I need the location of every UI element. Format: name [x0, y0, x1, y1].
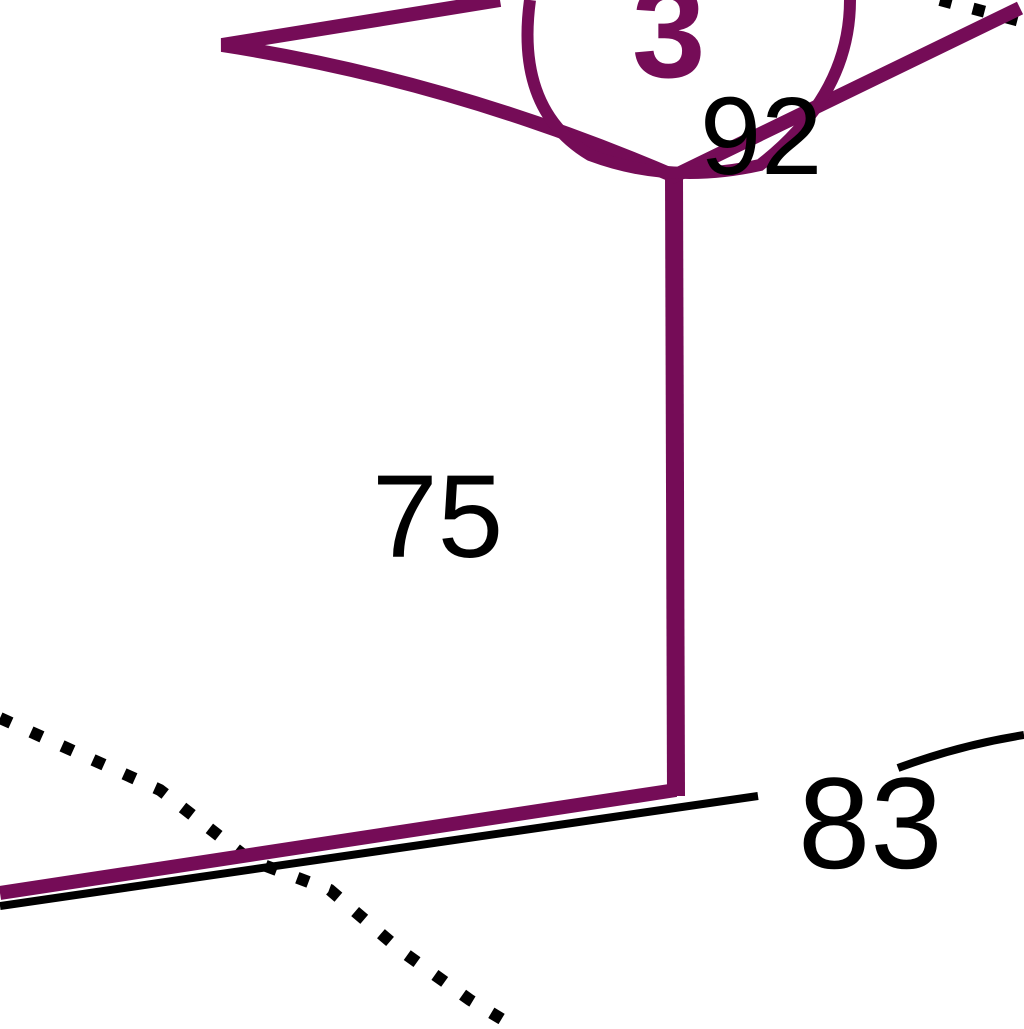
- black-road-line: [0, 792, 759, 910]
- route-arrow-outline: [220, 0, 1024, 184]
- elevation-label-83: 83: [798, 750, 943, 896]
- elevation-label-92: 92: [700, 75, 823, 198]
- black-branch-line: [896, 731, 1024, 772]
- dotted-boundary-lower: [0, 712, 514, 1029]
- route-circle: [521, 0, 856, 179]
- route-segment-vertical: [665, 175, 685, 797]
- route-segment-bottom: [0, 783, 678, 900]
- circled-number-label: 3: [632, 0, 706, 105]
- elevation-label-75: 75: [372, 451, 504, 583]
